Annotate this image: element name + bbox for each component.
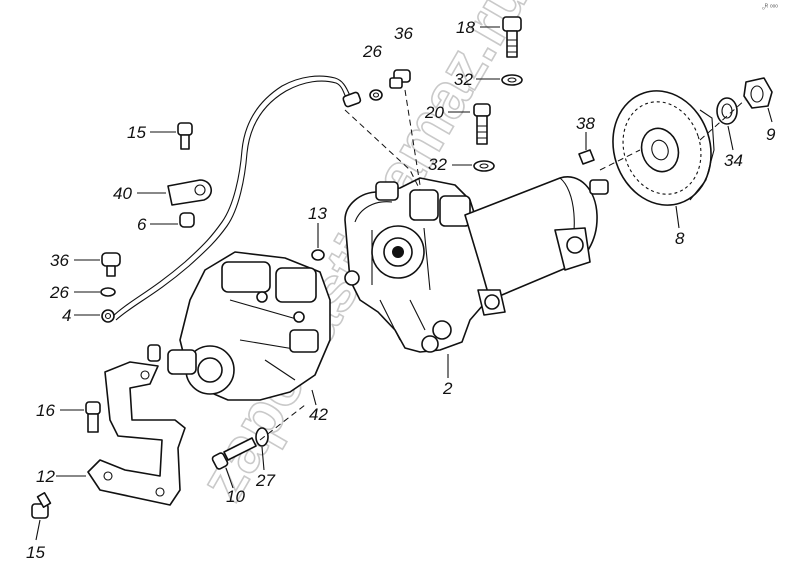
small-parts: [31, 16, 773, 519]
callout-15-top: 15: [127, 123, 146, 142]
callout-9: 9: [766, 125, 776, 144]
callout-12: 12: [36, 467, 55, 486]
callout-36-top: 36: [394, 24, 413, 43]
callout-42: 42: [309, 405, 328, 424]
callout-38: 38: [576, 114, 595, 133]
callout-15-bottom: 15: [26, 543, 45, 562]
callout-26-left: 26: [49, 283, 69, 302]
shaft-housing-illustration: [464, 176, 609, 316]
pump-illustration: [167, 251, 331, 401]
callout-18: 18: [456, 18, 475, 37]
assembly-lines: [259, 89, 746, 441]
leader-lines: [35, 26, 773, 541]
callout-6: 6: [137, 215, 147, 234]
callout-13: 13: [308, 204, 327, 223]
callout-40: 40: [113, 184, 132, 203]
callout-27: 27: [255, 471, 275, 490]
callout-20: 20: [424, 103, 444, 122]
callout-34: 34: [724, 151, 743, 170]
callout-2: 2: [442, 379, 453, 398]
callout-32-mid: 32: [428, 155, 447, 174]
callout-8: 8: [675, 229, 685, 248]
fuel-tube-illustration: [101, 75, 362, 323]
gear-illustration: [612, 90, 715, 206]
callout-10: 10: [226, 487, 245, 506]
callout-16: 16: [36, 401, 55, 420]
callout-26-top: 26: [362, 42, 382, 61]
callout-32-top: 32: [454, 70, 473, 89]
corner-mark: ₀ᴿ ᵒᵒᵒ: [762, 4, 778, 11]
callout-36-left: 36: [50, 251, 69, 270]
housing-illustration: [344, 177, 491, 353]
callout-labels: 18 26 36 32 20 32 38 9 34 8 15 40 6 13 3…: [26, 18, 776, 562]
callout-4: 4: [62, 306, 71, 325]
bracket-illustration: [87, 361, 186, 506]
